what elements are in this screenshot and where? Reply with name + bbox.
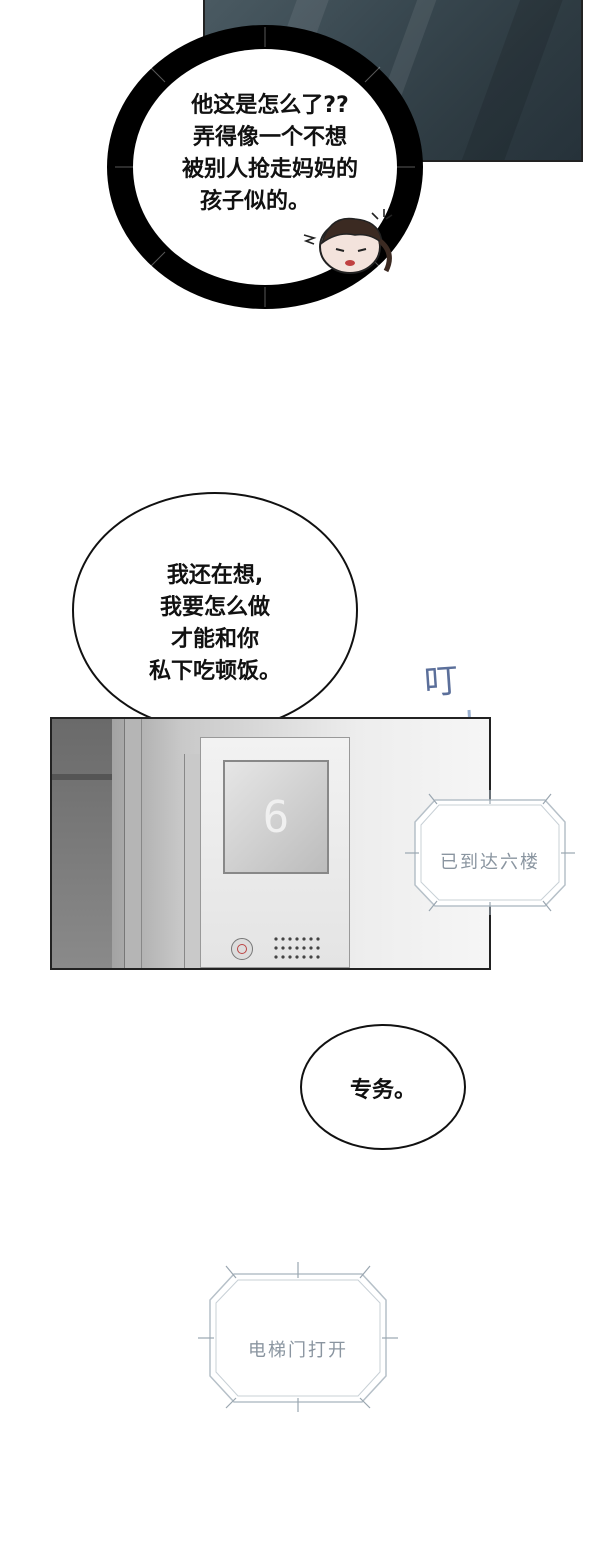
speaker-grille-icon bbox=[274, 937, 320, 959]
arrived-sfx-frame bbox=[405, 790, 575, 915]
elevator-left-wall bbox=[52, 719, 112, 968]
floor-display: 6 bbox=[223, 760, 329, 874]
elevator-frame bbox=[184, 754, 201, 968]
chibi-face-icon bbox=[303, 209, 393, 274]
small-speech-bubble bbox=[300, 1024, 466, 1150]
suit-fold bbox=[445, 0, 565, 160]
bell-icon bbox=[237, 944, 247, 954]
elevator-control-plate: 6 bbox=[200, 737, 350, 968]
arrived-sfx-text: 已到达六楼 bbox=[440, 852, 540, 873]
burst-bubble-text: 他这是怎么了?? 弄得像一个不想 被别人抢走妈妈的 孩子似的。 bbox=[140, 90, 400, 218]
elevator-door-edge bbox=[124, 719, 142, 968]
door-open-sfx-text: 电梯门打开 bbox=[248, 1340, 348, 1361]
ding-sfx: 叮 bbox=[422, 660, 460, 704]
round-line: 我还在想, bbox=[166, 563, 264, 588]
round-line: 我要怎么做 bbox=[159, 595, 270, 620]
burst-line: 孩子似的。 bbox=[200, 189, 311, 214]
elevator-rail bbox=[52, 774, 112, 780]
burst-line: 被别人抢走妈妈的 bbox=[181, 157, 358, 182]
burst-line: 他这是怎么了?? bbox=[191, 93, 349, 118]
elevator-panel: 6 bbox=[50, 717, 491, 970]
bell-button[interactable] bbox=[231, 938, 253, 960]
round-bubble-text: 我还在想, 我要怎么做 才能和你 私下吃顿饭。 bbox=[100, 560, 330, 688]
round-line: 才能和你 bbox=[170, 627, 259, 652]
burst-line: 弄得像一个不想 bbox=[192, 125, 347, 150]
door-open-sfx-frame bbox=[198, 1262, 398, 1412]
small-bubble-text: 专务。 bbox=[349, 1078, 416, 1103]
round-line: 私下吃顿饭。 bbox=[148, 659, 281, 684]
floor-number: 6 bbox=[262, 792, 290, 843]
